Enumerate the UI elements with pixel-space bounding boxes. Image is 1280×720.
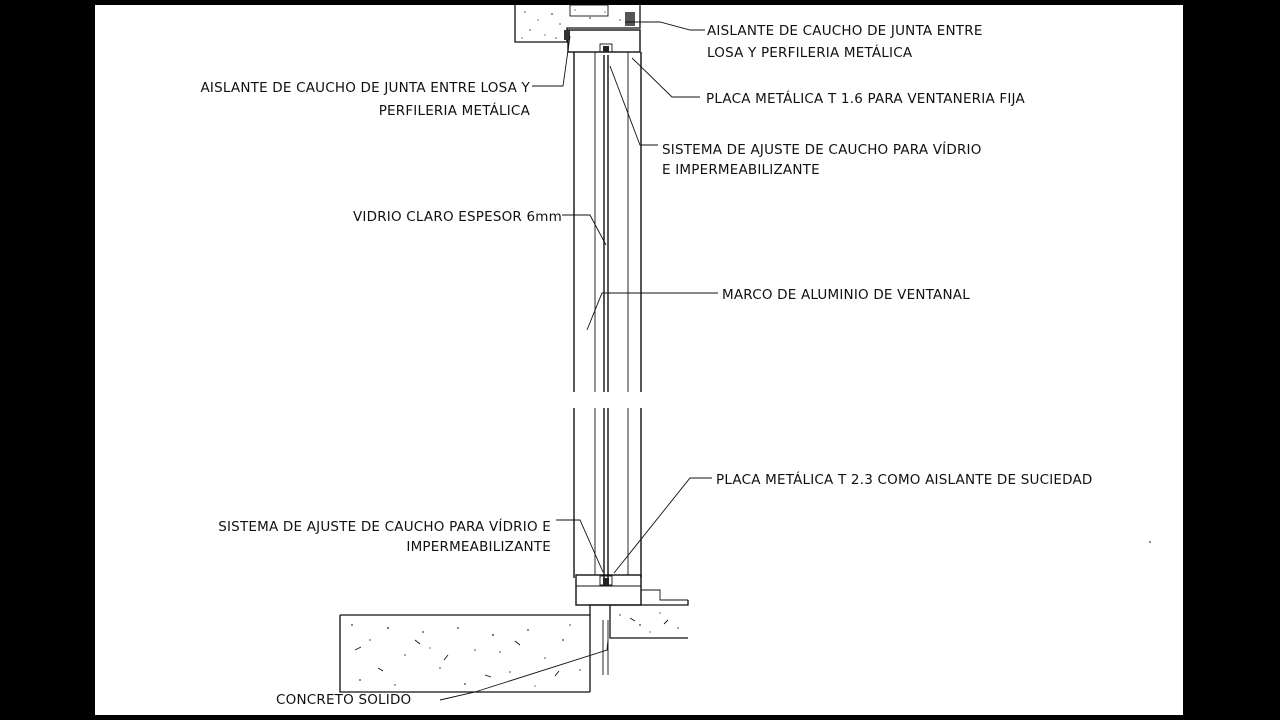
drawing-sheet: AISLANTE DE CAUCHO DE JUNTA ENTRE LOSA Y…: [95, 5, 1183, 715]
label-plate-t16: PLACA METÁLICA T 1.6 PARA VENTANERIA FIJ…: [706, 90, 1025, 107]
bottom-concrete-slab: [339, 541, 1151, 693]
clear-glass-pane: [603, 55, 609, 578]
label-rubber-system-top-1: SISTEMA DE AJUSTE DE CAUCHO PARA VÍDRIO: [662, 141, 982, 158]
annotations: AISLANTE DE CAUCHO DE JUNTA ENTRE LOSA Y…: [200, 23, 1092, 708]
label-rubber-system-bottom-1: SISTEMA DE AJUSTE DE CAUCHO PARA VÍDRIO …: [218, 518, 551, 535]
top-head-profile: [564, 29, 641, 53]
label-top-right-rubber-1: AISLANTE DE CAUCHO DE JUNTA ENTRE: [707, 23, 983, 39]
label-rubber-system-top-2: E IMPERMEABILIZANTE: [662, 162, 820, 178]
label-top-left-rubber-2: PERFILERIA METÁLICA: [379, 102, 531, 119]
label-top-right-rubber-2: LOSA Y PERFILERIA METÁLICA: [707, 44, 913, 61]
label-concrete: CONCRETO SOLIDO: [276, 692, 411, 708]
top-concrete-slab: [514, 5, 641, 43]
label-glass: VIDRIO CLARO ESPESOR 6mm: [353, 209, 562, 225]
label-rubber-system-bottom-2: IMPERMEABILIZANTE: [406, 539, 551, 555]
aluminium-frame: [573, 52, 642, 578]
window-section-drawing: AISLANTE DE CAUCHO DE JUNTA ENTRE LOSA Y…: [200, 5, 1151, 708]
label-top-left-rubber-1: AISLANTE DE CAUCHO DE JUNTA ENTRE LOSA Y: [200, 80, 530, 96]
label-frame: MARCO DE ALUMINIO DE VENTANAL: [722, 287, 970, 303]
leader-lines: [439, 21, 718, 701]
label-plate-t23: PLACA METÁLICA T 2.3 COMO AISLANTE DE SU…: [716, 471, 1093, 488]
bottom-sill-profile: [575, 574, 688, 606]
